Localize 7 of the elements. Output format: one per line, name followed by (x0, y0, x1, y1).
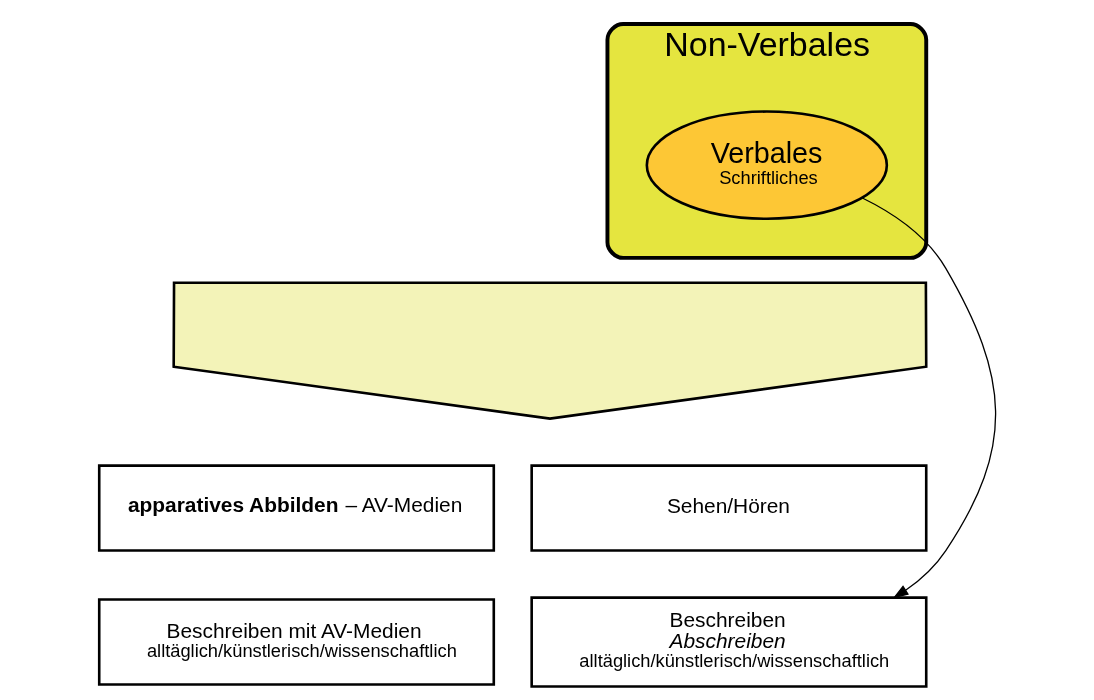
arrow (861, 197, 996, 599)
node-box: Sehen/Hören (529, 464, 928, 552)
node-ellipse: Verbales Schriftliches (645, 110, 888, 221)
node-box: apparatives Abbilden – AV-Medien (97, 464, 495, 552)
node-box: Beschreiben Abschreiben alltäglich/künstlerisch/wissenschaftlich (529, 596, 928, 688)
node-box: Beschreiben mit AV-Medien alltäglich/künstlerisch/wissenschaftlich (97, 598, 495, 686)
node-arrow (171, 281, 928, 420)
